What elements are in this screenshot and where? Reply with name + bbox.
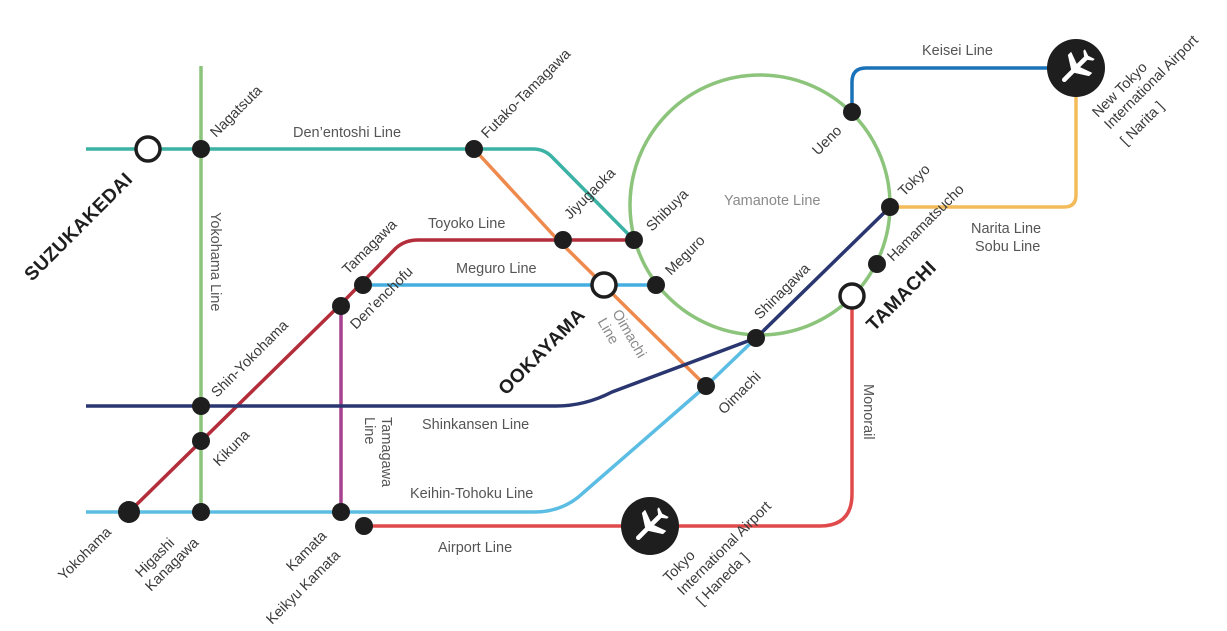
station-hamamatsucho[interactable] [868, 255, 886, 273]
toyoko-line [127, 238, 634, 514]
station-yokohama[interactable] [118, 501, 140, 523]
label-haneda: Tokyo International Airport [ Haneda ] [661, 499, 775, 609]
label-hamamatsucho: Hamamatsucho [885, 182, 968, 265]
hub-tamachi[interactable] [838, 282, 866, 310]
label-narita: New Tokyo International Airport [ Narita… [1090, 33, 1202, 149]
label-narita-line: Narita Line [971, 221, 1041, 237]
hub-ookayama[interactable] [590, 271, 618, 299]
airport-haneda[interactable] [621, 497, 679, 555]
label-meguro-line: Meguro Line [456, 261, 537, 277]
label-oimachi-line: OimachiLine [594, 307, 649, 370]
station-keikyu-kamata[interactable] [355, 517, 373, 535]
svg-text:TamagawaLine: TamagawaLine [361, 417, 394, 488]
label-yokohama: Yokohama [56, 524, 116, 584]
label-shinkansen-line: Shinkansen Line [422, 417, 529, 433]
label-tamagawa: Tamagawa [340, 216, 402, 278]
label-denenchofu: Den’enchofu [348, 264, 417, 333]
label-shibuya: Shibuya [644, 186, 693, 235]
station-denenchofu[interactable] [332, 297, 350, 315]
label-kikuna: Kikuna [211, 427, 254, 470]
station-kikuna[interactable] [192, 432, 210, 450]
label-toyoko-line: Toyoko Line [428, 216, 505, 232]
label-suzukakedai: SUZUKAKEDAI [21, 169, 138, 286]
label-keihin-tohoku-line: Keihin-Tohoku Line [410, 486, 533, 502]
station-tokyo[interactable] [881, 198, 899, 216]
label-airport-line: Airport Line [438, 540, 512, 556]
svg-text:OimachiLine: OimachiLine [594, 307, 649, 370]
label-oimachi: Oimachi [716, 369, 765, 418]
label-nagatsuta: Nagatsuta [208, 82, 267, 141]
station-shibuya[interactable] [625, 231, 643, 249]
airport-narita[interactable] [1047, 39, 1105, 97]
station-oimachi[interactable] [697, 377, 715, 395]
airplane-icon [1062, 49, 1095, 82]
hub-suzukakedai[interactable] [134, 135, 162, 163]
label-keisei-line: Keisei Line [922, 43, 993, 59]
label-monorail-line: Monorail [860, 384, 876, 440]
label-yamanote-line: Yamanote Line [724, 193, 820, 209]
station-shin-yokohama[interactable] [192, 397, 210, 415]
label-ueno: Ueno [810, 123, 846, 159]
label-denentoshi-line: Den’entoshi Line [293, 125, 401, 141]
station-jiyugaoka[interactable] [554, 231, 572, 249]
shinkansen-line [86, 205, 892, 408]
label-tamagawa-line: TamagawaLine [361, 417, 394, 488]
monorail-line [650, 296, 854, 528]
label-shin-yokohama: Shin-Yokohama [209, 317, 293, 401]
station-nagatsuta[interactable] [192, 140, 210, 158]
label-futako-tamagawa: Futako-Tamagawa [479, 46, 575, 142]
station-kamata[interactable] [332, 503, 350, 521]
station-shinagawa[interactable] [747, 329, 765, 347]
keihin-tohoku-line [86, 336, 758, 514]
label-ookayama: OOKAYAMA [495, 304, 590, 399]
station-meguro[interactable] [647, 276, 665, 294]
label-sobu-line: Sobu Line [975, 239, 1040, 255]
label-tokyo: Tokyo [896, 162, 934, 200]
label-yokohama-line: Yokohama Line [207, 212, 223, 311]
station-higashi-kanagawa[interactable] [192, 503, 210, 521]
keisei-line [850, 66, 1076, 112]
station-ueno[interactable] [843, 103, 861, 121]
airplane-icon [636, 507, 669, 540]
station-tamagawa[interactable] [354, 276, 372, 294]
denentoshi-line [86, 147, 636, 242]
label-meguro: Meguro [663, 233, 709, 279]
narita-line [890, 68, 1078, 209]
station-futako-tamagawa[interactable] [465, 140, 483, 158]
